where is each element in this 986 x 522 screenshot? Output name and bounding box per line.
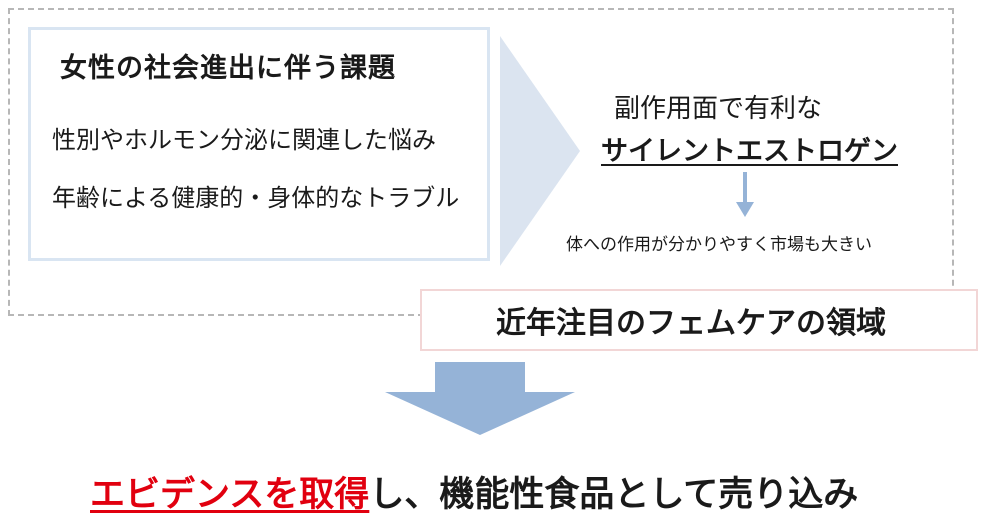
issues-box bbox=[28, 27, 490, 261]
big-down-arrow bbox=[385, 362, 575, 435]
conclusion-statement: エビデンスを取得し、機能性食品として売り込み bbox=[90, 466, 858, 517]
issues-title: 女性の社会進出に伴う課題 bbox=[60, 53, 396, 84]
solution-note: 体への作用が分かりやすく市場も大きい bbox=[566, 235, 872, 255]
chevron-right-arrow bbox=[500, 36, 580, 266]
solution-lead: 副作用面で有利な bbox=[614, 94, 823, 124]
solution-name: サイレントエストロゲン bbox=[601, 136, 898, 167]
femcare-label: 近年注目のフェムケアの領域 bbox=[496, 306, 886, 341]
issue-item-age: 年齢による健康的・身体的なトラブル bbox=[52, 184, 460, 212]
arrow-down-icon bbox=[736, 172, 754, 217]
conclusion-highlight: エビデンスを取得 bbox=[90, 475, 370, 515]
femcare-box bbox=[420, 289, 978, 351]
issue-item-hormone: 性別やホルモン分泌に関連した悩み bbox=[52, 126, 436, 154]
conclusion-rest: し、機能性食品として売り込み bbox=[369, 475, 859, 515]
